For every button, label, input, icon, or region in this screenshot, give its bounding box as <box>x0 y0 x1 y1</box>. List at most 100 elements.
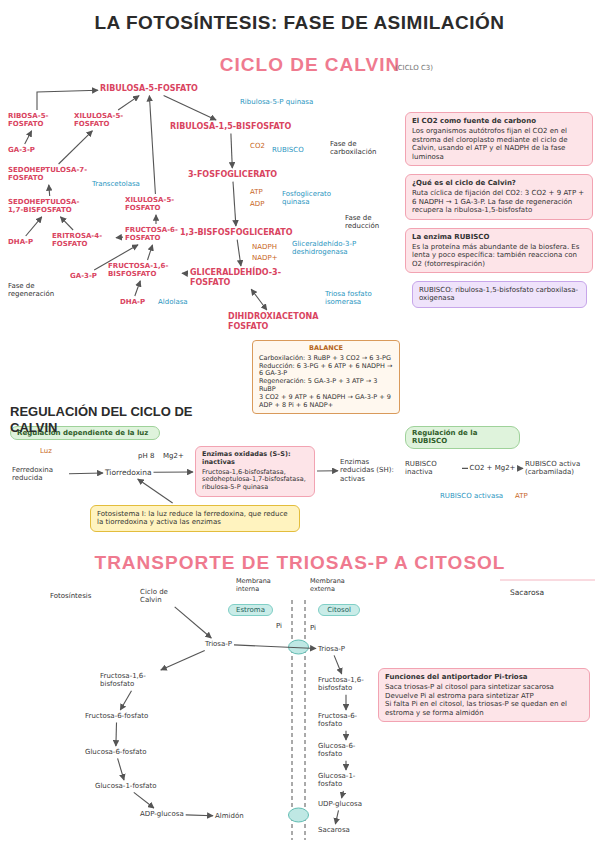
node-text: RUBISCO: ribulosa-1,5-bisfosfato carboxi… <box>419 286 580 303</box>
arrow-connector <box>48 185 50 196</box>
node-text: 3-FOSFOGLICERATO <box>188 170 277 180</box>
arrow-connector <box>120 691 131 710</box>
node-text: GA-3-P <box>8 146 35 154</box>
arrow-connector <box>118 758 124 780</box>
note-label: Pi <box>276 622 282 630</box>
arrow-connector <box>161 650 205 670</box>
page-title: LA FOTOSÍNTESIS: FASE DE ASIMILACIÓN <box>0 12 599 34</box>
node-label: ADP-glucosa <box>140 810 184 818</box>
node-text: Reducción: 6 3-PG + 6 ATP + 6 NADPH → 6 … <box>259 363 393 379</box>
cofactor-label: NADPH <box>252 243 277 251</box>
metabolite: DHA-P <box>120 298 145 306</box>
note-label: Membrana externa <box>310 578 362 594</box>
node-text: Triosa-P <box>318 645 345 653</box>
arrow-connector <box>69 472 103 474</box>
metabolite: 3-FOSFOGLICERATO <box>188 170 277 180</box>
arrow-connector <box>135 281 141 296</box>
metabolite: FRUCTOSA-6-FOSFATO <box>125 226 187 243</box>
node-text: Funciones del antiportador Pi-triosa <box>385 673 583 681</box>
note-label: Fase de regeneración <box>8 282 66 299</box>
arrow-connector <box>237 240 241 266</box>
metabolite: ERITROSA-4-FOSFATO <box>52 232 114 249</box>
node-label: Ferredoxina reducida <box>12 466 67 483</box>
node-text: FRUCTOSA-6-FOSFATO <box>125 226 187 243</box>
node-text: Fructosa-6-fosfato <box>318 712 374 729</box>
node-text: Fructosa-1,6-bisfosfato <box>100 672 175 689</box>
node-text: Los organismos autótrofos fijan el CO2 e… <box>412 127 586 161</box>
node-label: UDP-glucosa <box>318 800 362 808</box>
node-text: Es la proteína más abundante de la biosf… <box>412 243 586 268</box>
arrow-connector <box>116 237 123 239</box>
definition-box: RUBISCO: ribulosa-1,5-bisfosfato carboxi… <box>412 281 587 308</box>
arrow-connector <box>60 217 73 230</box>
enzyme-label: Fosfoglicerato quinasa <box>282 190 342 207</box>
note-box: Funciones del antiportador Pi-triosaSaca… <box>378 668 590 722</box>
metabolite: SEDOHEPTULOSA-7-FOSFATO <box>8 166 88 183</box>
node-text: La enzima RUBISCO <box>412 233 586 241</box>
section-heading: CICLO DE CALVIN <box>210 54 410 77</box>
cofactor-label: NADP+ <box>252 254 278 262</box>
node-text: Fotosistema I: la luz reduce la ferredox… <box>97 510 293 527</box>
metabolite: GA-3-P <box>8 146 35 154</box>
node-text: Enzimas oxidadas (S–S): inactivas <box>202 451 308 467</box>
node-text: Devuelve Pi al estroma para sintetizar A… <box>385 692 583 700</box>
enzyme-label: Triosa fosfato isomerasa <box>325 290 397 307</box>
note-label: Fase de carboxilación <box>330 140 395 157</box>
node-label: RUBISCO inactiva <box>405 460 460 477</box>
arrow-connector <box>233 182 236 226</box>
note-label: Membrana interna <box>236 578 288 594</box>
section-pill: Regulación de la RUBISCO <box>405 426 520 449</box>
node-text: 3 CO2 + 9 ATP + 6 NADPH → GA-3-P + 9 ADP… <box>259 394 393 410</box>
note-label: Fotosíntesis <box>50 592 91 600</box>
node-text: DHA-P <box>8 238 33 246</box>
metabolite: RIBULOSA-1,5-BISFOSFATO <box>170 122 291 132</box>
outer-membrane <box>305 600 306 840</box>
node-text: RUBISCO activa (carbamilada) <box>525 460 587 477</box>
arrow-connector <box>334 655 342 674</box>
node-label: Glucosa-6-fosfato <box>318 742 374 759</box>
node-label: Tiorredoxina <box>105 468 152 477</box>
note-box: Enzimas oxidadas (S–S): inactivasFructos… <box>195 446 315 497</box>
node-text: 1,3-BISFOSFOGLICERATO <box>180 228 293 238</box>
node-label: Glucosa-1-fosfato <box>95 782 157 790</box>
node-text: Ciclo de Calvin <box>140 588 185 605</box>
node-label: Ciclo de Calvin <box>140 588 185 605</box>
node-text: XILULOSA-5-FOSFATO <box>125 196 187 213</box>
highlight-box: Fotosistema I: la luz reduce la ferredox… <box>90 505 300 532</box>
cofactor-label: ATP <box>250 188 263 196</box>
node-text: ERITROSA-4-FOSFATO <box>52 232 114 249</box>
node-text: RUBISCO inactiva <box>405 460 460 477</box>
node-label: Triosa-P <box>318 645 345 653</box>
node-text: ADP-glucosa <box>140 810 184 818</box>
enzyme-label: Transcetolasa <box>92 180 140 188</box>
arrow-connector <box>26 217 42 236</box>
node-label: Fructosa-6-fosfato <box>85 712 148 720</box>
node-text: DHA-P <box>120 298 145 306</box>
node-label: Fructosa-1,6-bisfosfato <box>318 676 374 693</box>
arrow-connector <box>138 479 173 503</box>
inner-membrane <box>292 600 293 840</box>
arrow-connector <box>148 245 153 260</box>
node-text: Estroma <box>233 606 268 614</box>
node-label: Fructosa-6-fosfato <box>318 712 374 729</box>
arrow-connector <box>186 814 213 816</box>
metabolite: GLICERALDEHÍDO-3-FOSFATO <box>190 268 295 287</box>
node-label: Glucosa-1-fosfato <box>318 772 374 789</box>
arrow-connector <box>231 134 232 168</box>
metabolite: SEDOHEPTULOSA-1,7-BISFOSFATO <box>8 198 93 215</box>
arrow-connector <box>317 470 338 471</box>
arrow-connector <box>25 131 32 144</box>
metabolite: GA-3-P <box>70 272 97 280</box>
note-box: ¿Qué es el ciclo de Calvin?Ruta cíclica … <box>405 174 593 220</box>
arrow-connector <box>154 471 194 472</box>
enzyme-label: RUBISCO activasa <box>440 492 503 500</box>
node-text: Tiorredoxina <box>105 468 152 477</box>
metabolite: RIBULOSA-5-FOSFATO <box>100 84 198 94</box>
node-text: Fructosa-6-fosfato <box>85 712 148 720</box>
note-label: Sacarosa <box>510 588 544 597</box>
compartment-pill: Estroma <box>228 604 273 616</box>
arrow-connector <box>118 96 139 110</box>
node-text: RIBOSA-5-FOSFATO <box>8 112 66 129</box>
node-text: Ruta cíclica de fijación del CO2: 3 CO2 … <box>412 189 586 214</box>
